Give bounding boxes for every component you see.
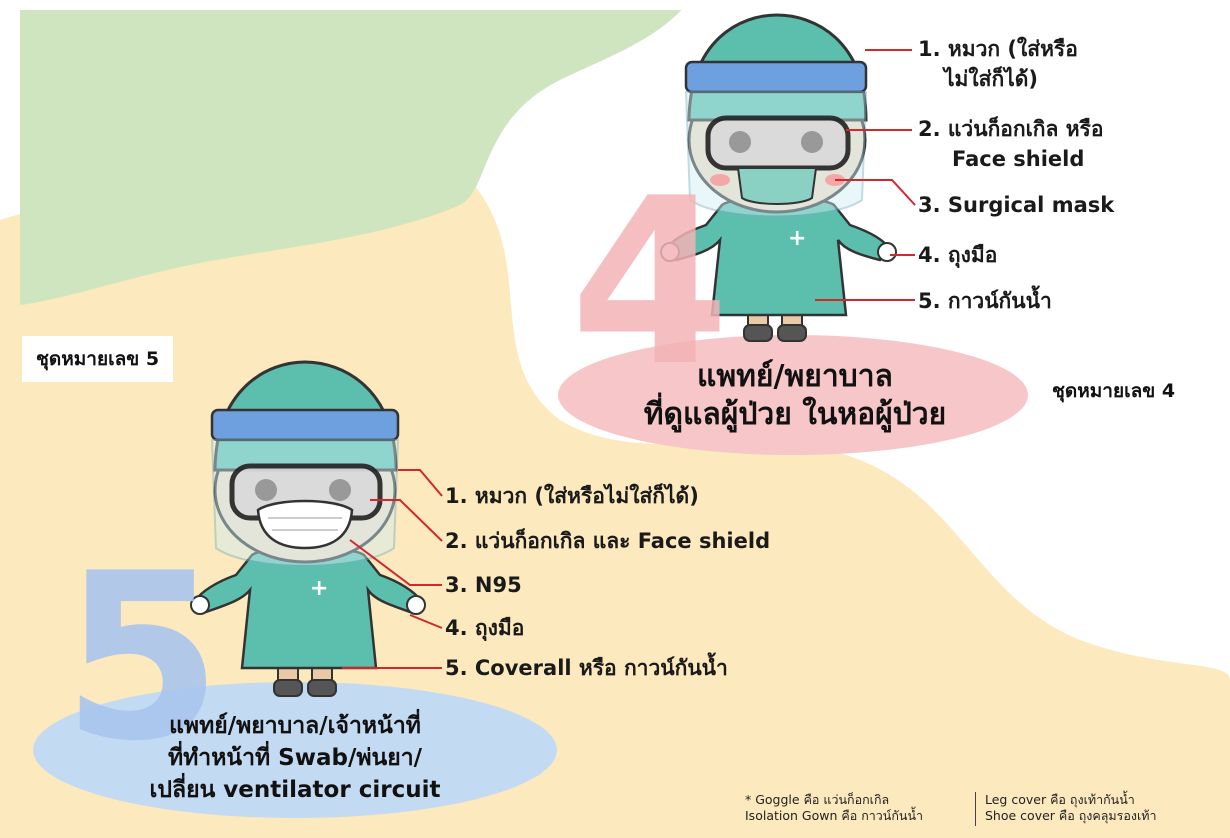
role-ellipse-5 <box>33 682 557 818</box>
svg-text:+: + <box>788 226 806 251</box>
green-blob <box>20 0 690 305</box>
set5-item-5: 5. Coverall หรือ กาวน์กันน้ำ <box>445 656 728 680</box>
set4-role: แพทย์/พยาบาล ที่ดูแลผู้ป่วย ในหอผู้ป่วย <box>643 359 947 432</box>
set5-item-1: 1. หมวก (ใส่หรือไม่ใส่ก็ได้) <box>445 484 699 508</box>
big-number-5: 5 <box>62 525 223 792</box>
set5-item-2: 2. แว่นก็อกเกิล และ Face shield <box>445 529 771 553</box>
footnote-left: * Goggle คือ แว่นก็อกเกิล Isolation Gown… <box>745 792 924 823</box>
set4-item-1: 1. หมวก (ใส่หรือ ไม่ใส่ก็ได้) <box>918 37 1078 91</box>
svg-text:+: + <box>310 576 328 601</box>
big-number-4: 4 <box>570 150 731 417</box>
set5-item-3: 3. N95 <box>445 573 522 597</box>
set4-item-4: 4. ถุงมือ <box>918 243 998 267</box>
footnote-divider <box>975 792 976 826</box>
yellow-blob <box>0 180 1230 838</box>
set-5-label: ชุดหมายเลข 5 <box>22 336 174 382</box>
set5-item-4: 4. ถุงมือ <box>445 616 525 640</box>
figure-4: + <box>660 13 916 342</box>
set-4-label: ชุดหมายเลข 4 <box>1052 380 1176 402</box>
set5-role: แพทย์/พยาบาล/เจ้าหน้าที่ ที่ทำหน้าที่ Sw… <box>149 713 441 803</box>
footnote-right: Leg cover คือ ถุงเท้ากันน้ำ Shoe cover ค… <box>985 792 1157 823</box>
set4-item-5: 5. กาวน์กันน้ำ <box>918 289 1052 313</box>
role-ellipse-4 <box>558 335 1028 455</box>
set4-item-2: 2. แว่นก็อกเกิล หรือ Face shield <box>918 117 1104 171</box>
set4-item-3: 3. Surgical mask <box>918 193 1115 217</box>
figure-5: + <box>190 360 443 697</box>
